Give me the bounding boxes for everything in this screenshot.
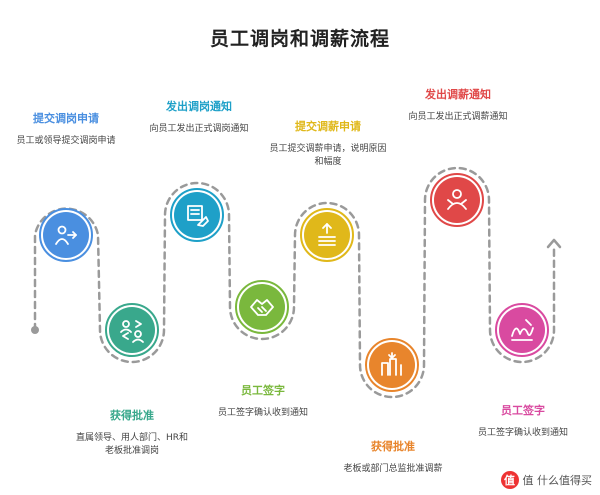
watermark-text: 值 什么值得买 — [522, 474, 593, 487]
step-5-label: 提交调薪申请 — [295, 120, 361, 133]
handshake-icon — [250, 299, 274, 316]
step-5-desc: 员工提交调薪申请，说明原因和幅度 — [269, 144, 387, 167]
step-3-node-disc — [174, 192, 220, 238]
step-5-node — [300, 208, 354, 262]
step-4-node — [235, 280, 289, 334]
step-8-label: 员工签字 — [501, 404, 545, 417]
document-hand-icon — [187, 205, 209, 227]
step-8-desc: 员工签字确认收到通知 — [477, 428, 568, 438]
step-2-label: 获得批准 — [110, 409, 154, 422]
step-6-node-disc — [369, 342, 415, 388]
person-handout-icon — [447, 189, 467, 210]
step-3-desc: 向员工发出正式调岗通知 — [149, 124, 249, 134]
step-6-desc: 老板或部门总监批准调薪 — [343, 464, 443, 474]
step-4-desc: 员工签字确认收到通知 — [217, 408, 308, 418]
person-arrow-icon — [55, 225, 77, 245]
flow-end-arrow-icon — [546, 238, 562, 249]
step-2-node-disc — [109, 307, 155, 353]
step-4-label: 员工签字 — [241, 384, 285, 397]
step-5-node-disc — [304, 212, 350, 258]
step-6-node — [365, 338, 419, 392]
step-2-node — [105, 303, 159, 357]
flow-start-dot — [31, 326, 39, 334]
watermark-logo-icon: 值 — [500, 471, 519, 489]
step-7-node-disc — [434, 177, 480, 223]
step-1-label: 提交调岗申请 — [33, 112, 99, 125]
step-3-label: 发出调岗通知 — [166, 100, 232, 113]
building-arrow-icon — [381, 352, 402, 376]
step-1-node — [39, 208, 93, 262]
step-7-label: 发出调薪通知 — [425, 88, 491, 101]
step-3-node — [170, 188, 224, 242]
step-8-node — [495, 303, 549, 357]
signature-icon — [511, 319, 534, 341]
step-1-desc: 员工或领导提交调岗申请 — [16, 136, 116, 146]
step-1-node-disc — [43, 212, 89, 258]
watermark: 值 值 什么值得买 — [500, 471, 593, 489]
step-6-label: 获得批准 — [371, 440, 415, 453]
arrow-up-lines-icon — [318, 223, 336, 246]
step-7-desc: 向员工发出正式调薪通知 — [408, 112, 508, 122]
page-title: 员工调岗和调薪流程 — [209, 28, 390, 50]
people-exchange-icon — [120, 320, 144, 343]
step-7-node — [430, 173, 484, 227]
step-2-desc: 直属领导、用人部门、HR和老板批准调岗 — [75, 433, 189, 456]
dashed-connector-path — [33, 166, 556, 399]
